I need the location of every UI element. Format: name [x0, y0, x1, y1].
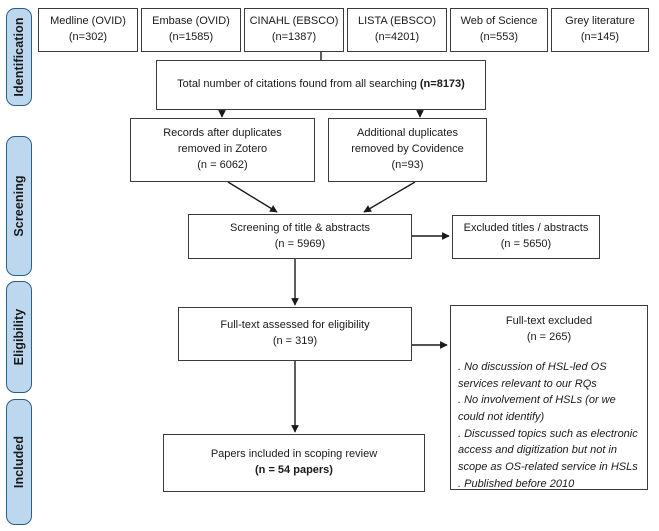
source-box-cinahl: CINAHL (EBSCO) (n=1387): [244, 8, 344, 52]
fulltext-excluded-count: (n = 265): [526, 330, 572, 343]
exclusion-reason: . Published before 2010: [458, 477, 575, 490]
zotero-count: (n = 6062): [197, 158, 248, 171]
source-name: Medline (OVID): [50, 15, 126, 28]
source-box-embase: Embase (OVID) (n=1585): [141, 8, 241, 52]
included-title: Papers included in scoping review: [210, 448, 378, 461]
stage-included-label: Included: [12, 435, 26, 489]
excluded-titles-box: Excluded titles / abstracts (n = 5650): [452, 215, 600, 259]
total-citations-box: Total number of citations found from all…: [156, 60, 486, 110]
records-after-duplicates-zotero-box: Records after duplicates removed in Zote…: [130, 118, 315, 182]
total-citations-count: (n=8173): [419, 78, 465, 91]
total-citations-text: Total number of citations found from all…: [177, 77, 465, 93]
stage-screening-label: Screening: [12, 175, 26, 237]
source-count: (n=302): [68, 31, 108, 43]
stage-identification-label: Identification: [12, 17, 26, 97]
source-box-grey-literature: Grey literature (n=145): [551, 8, 649, 52]
stage-identification: Identification: [6, 8, 32, 106]
source-name: Grey literature: [565, 15, 635, 28]
exclusion-reason: . No discussion of HSL-led OS services r…: [458, 360, 607, 390]
source-box-lista: LISTA (EBSCO) (n=4201): [347, 8, 447, 52]
source-box-medline: Medline (OVID) (n=302): [38, 8, 138, 52]
excluded-titles-title: Excluded titles / abstracts: [463, 222, 589, 235]
source-name: CINAHL (EBSCO): [249, 15, 339, 28]
stage-included: Included: [6, 399, 32, 525]
zotero-line-1: Records after duplicates: [163, 127, 282, 140]
source-name: Web of Science: [460, 15, 538, 28]
source-count: (n=553): [479, 31, 519, 43]
stage-eligibility-label: Eligibility: [12, 308, 26, 366]
screening-box: Screening of title & abstracts (n = 5969…: [188, 214, 412, 259]
fulltext-excluded-box: Full-text excluded (n = 265) . No discus…: [450, 305, 648, 490]
eligibility-count: (n = 319): [272, 335, 318, 347]
fulltext-excluded-reasons: . No discussion of HSL-led OS services r…: [458, 359, 640, 493]
zotero-line-2: removed in Zotero: [177, 143, 268, 156]
papers-included-box: Papers included in scoping review (n = 5…: [163, 434, 425, 492]
additional-duplicates-covidence-box: Additional duplicates removed by Coviden…: [328, 118, 487, 182]
source-name: LISTA (EBSCO): [357, 15, 437, 28]
total-citations-label: Total number of citations found from all…: [177, 78, 420, 91]
exclusion-reason: . No involvement of HSLs (or we could no…: [458, 394, 616, 424]
fulltext-excluded-header: Full-text excluded (n = 265): [458, 314, 640, 346]
source-count: (n=1387): [271, 31, 317, 43]
source-name: Embase (OVID): [152, 15, 230, 28]
screening-count: (n = 5969): [274, 237, 326, 250]
covidence-line-2: removed by Covidence: [351, 143, 464, 156]
source-count: (n=1585): [168, 31, 214, 43]
covidence-count: (n=93): [391, 158, 424, 171]
stage-eligibility: Eligibility: [6, 281, 32, 393]
fulltext-eligibility-box: Full-text assessed for eligibility (n = …: [178, 307, 412, 361]
exclusion-reason: . Discussed topics such as electronic ac…: [458, 427, 638, 474]
screening-title: Screening of title & abstracts: [229, 221, 370, 234]
eligibility-title: Full-text assessed for eligibility: [220, 319, 370, 332]
included-count: (n = 54 papers): [255, 464, 333, 476]
source-box-web-of-science: Web of Science (n=553): [450, 8, 548, 52]
covidence-line-1: Additional duplicates: [357, 127, 458, 140]
stage-screening: Screening: [6, 136, 32, 276]
fulltext-excluded-title: Full-text excluded: [505, 315, 593, 327]
source-count: (n=4201): [374, 31, 420, 43]
excluded-titles-count: (n = 5650): [500, 238, 552, 250]
source-count: (n=145): [580, 31, 620, 43]
